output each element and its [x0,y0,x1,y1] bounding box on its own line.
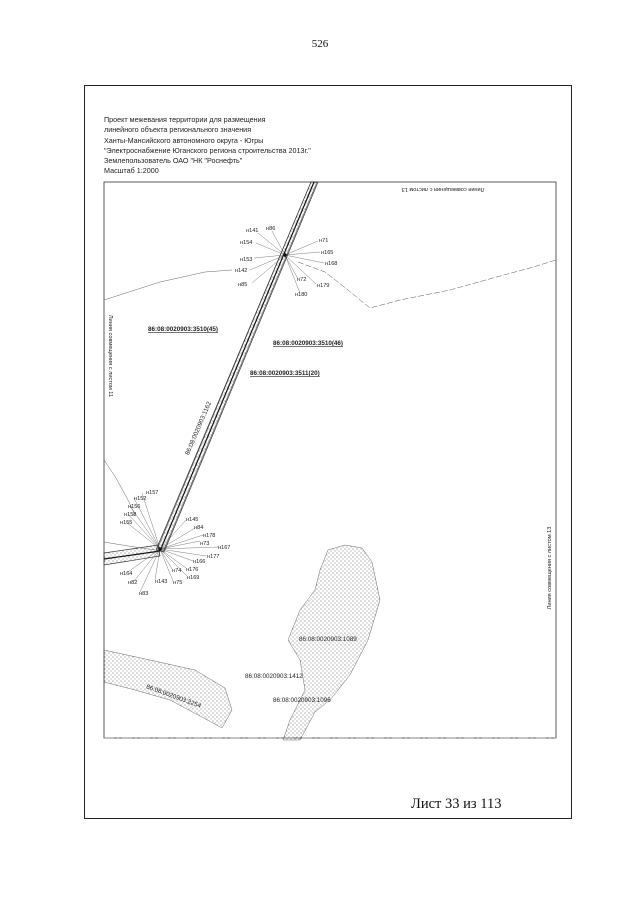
point-label: н168 [325,261,337,267]
power-line [159,181,315,552]
parcel-label: 86:08:0020903:3510(46) [273,340,343,347]
point-label: н176 [186,567,198,573]
point-label: н156 [128,504,140,510]
sheet-frame [84,85,572,819]
boundary-line [103,459,136,516]
header-line: Ханты-Мансийского автономного округа - Ю… [104,135,264,145]
node-point [158,547,162,551]
page-number: 526 [311,38,329,50]
point-label: н155 [120,520,132,526]
point-label: н142 [235,268,247,274]
point-label: н73 [200,541,209,547]
point-label: н82 [128,580,137,586]
stippled-area-right [282,544,381,741]
point-label: н164 [120,571,132,577]
point-label: н153 [240,257,252,263]
parcel-label: 86:08:0020903:3510(45) [148,326,218,333]
scale-label: Масштаб 1:2000 [104,166,159,176]
upper-node-leaders [249,230,325,294]
point-label: н145 [186,517,198,523]
stippled-area-left [103,649,233,729]
header-line: Землепользователь ОАО "НК "Роснефть" [104,156,243,166]
power-line [156,181,312,551]
point-label: н141 [246,228,258,234]
lower-point-labels: н157 н152 н156 н158 н155 н145 н84 н178 н… [120,490,230,597]
point-label: н83 [139,591,148,597]
sheet-counter: Лист 33 из 113 [411,796,502,812]
map-header: Проект межевания территории для размещен… [104,115,311,177]
point-label: н85 [238,282,247,288]
header-line: линейного объекта регионального значения [104,125,252,135]
point-label: н179 [317,283,329,289]
point-label: н158 [124,512,136,518]
parcel-label: 86:08:0020903:3511(20) [250,370,320,377]
point-label: н75 [173,580,182,586]
boundary-line [297,259,557,309]
point-label: н178 [203,533,215,539]
power-line [103,550,161,560]
header-line: "Электроснабжение Юганского региона стро… [104,145,311,155]
point-label: н165 [321,250,333,256]
point-label: н169 [187,575,199,581]
node-point [283,253,287,257]
power-line [162,181,318,553]
point-label: н72 [297,277,306,283]
point-label: н166 [193,559,205,565]
match-line-top: Линия совмещения с листом 13 [402,186,485,192]
point-label: н71 [319,238,328,244]
parcel-label: 86:08:0020903:1096 [273,697,331,704]
point-label: н180 [295,292,307,298]
point-label: н143 [155,579,167,585]
match-line-right: Линия совмещения с листом 13 [547,527,553,610]
match-line-left: Линия совмещения с листом 11 [107,315,113,397]
upper-point-labels: н141 н86 н154 н71 н165 н153 н168 н142 н7… [235,226,337,298]
point-label: н157 [146,490,158,496]
lower-node-leaders [125,492,219,593]
parcel-label: 86:08:0020903:1089 [299,636,357,643]
parcel-label: 86:08:0020903:1412 [245,673,303,680]
point-label: н74 [172,568,181,574]
header-line: Проект межевания территории для размещен… [104,115,266,124]
point-label: н84 [194,525,203,531]
point-label: н167 [218,545,230,551]
point-label: н152 [134,496,146,502]
point-label: н154 [240,240,252,246]
point-label: н177 [207,554,219,560]
point-label: н86 [266,226,275,232]
boundary-line [103,269,233,301]
